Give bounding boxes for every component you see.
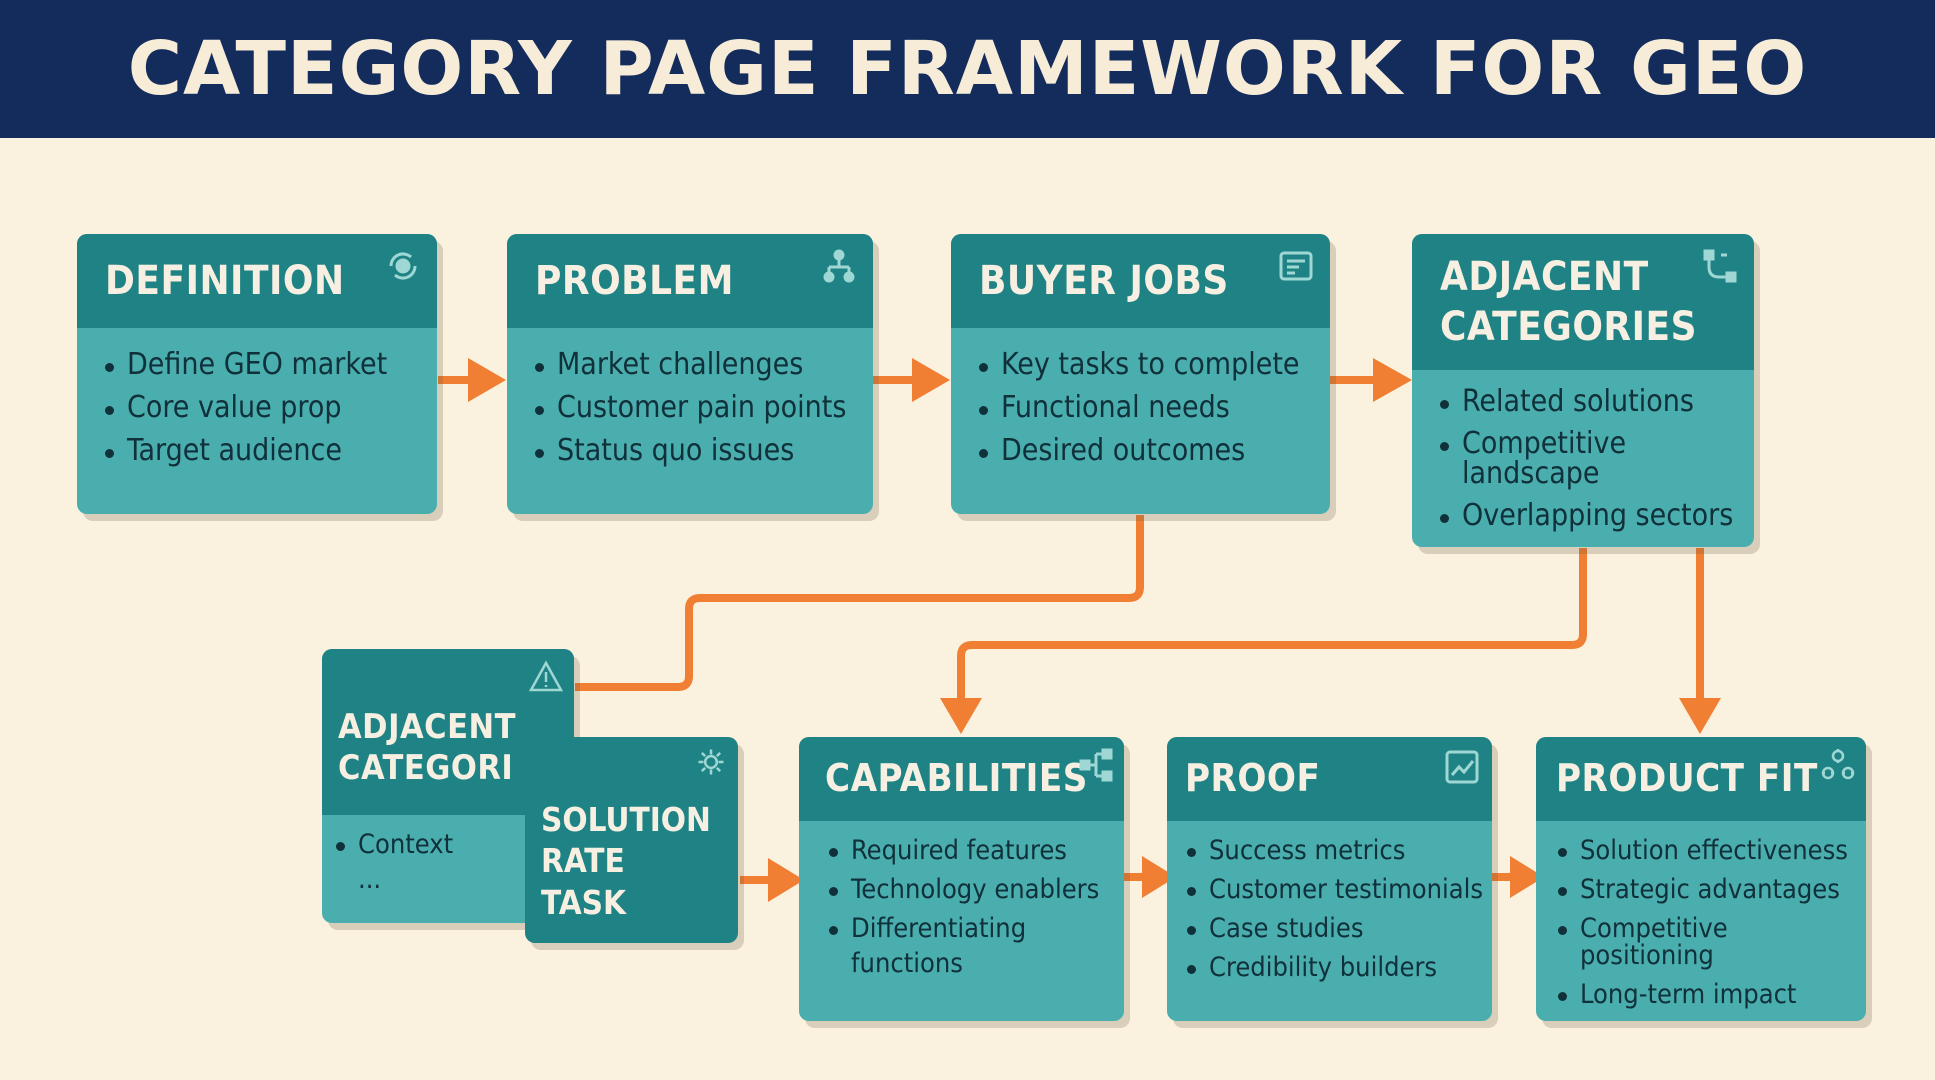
line-chart-icon xyxy=(1445,750,1479,784)
card-problem-list: Market challenges Customer pain points S… xyxy=(507,328,873,466)
card-buyer-jobs: BUYER JOBS Key tasks to complete Functio… xyxy=(951,234,1330,514)
solution-line-1: SOLUTION xyxy=(541,800,711,839)
list-item: ... xyxy=(358,864,382,895)
list-item: Solution effectiveness xyxy=(1556,837,1866,864)
list-item: Success metrics xyxy=(1185,837,1492,864)
list-item: Long-term impact xyxy=(1556,981,1866,1008)
list-item: Technology enablers xyxy=(827,876,1124,903)
card-capabilities-list: Required features Technology enablers Di… xyxy=(799,821,1124,977)
card-capabilities-title: CAPABILITIES xyxy=(825,756,1088,801)
card-buyer-jobs-header: BUYER JOBS xyxy=(951,234,1330,328)
card-definition-header: DEFINITION xyxy=(77,234,437,328)
list-item: Status quo issues xyxy=(533,436,873,466)
arrowhead-5 xyxy=(1679,698,1721,734)
card-proof-title: PROOF xyxy=(1185,756,1321,801)
list-item: Customer testimonials xyxy=(1185,876,1492,903)
card-adjacent-categories-header: ADJACENT CATEGORIES xyxy=(1412,234,1754,370)
card-adjacent-categories-title: ADJACENT CATEGORIES xyxy=(1440,255,1697,349)
card-solution-text: SOLUTION RATE TASK xyxy=(541,799,711,923)
list-item: functions xyxy=(851,948,963,979)
list-item: Related solutions xyxy=(1438,387,1754,417)
card-problem-header: PROBLEM xyxy=(507,234,873,328)
connector-buyerjobs-adjacent-small xyxy=(575,515,1144,691)
list-item: Overlapping sectors xyxy=(1438,501,1754,531)
list-item: Customer pain points xyxy=(533,393,873,423)
card-adjacent-small-list: Context ... xyxy=(322,815,574,893)
solution-line-3: TASK xyxy=(541,882,627,922)
arrowhead-3 xyxy=(1373,358,1412,402)
list-item: Differentiating xyxy=(827,915,1124,942)
page-title: CATEGORY PAGE FRAMEWORK FOR GEO xyxy=(127,26,1808,112)
list-item: Desired outcomes xyxy=(977,436,1330,466)
list-item: Required features xyxy=(827,837,1124,864)
list-item: Target audience xyxy=(103,436,437,466)
card-capabilities: CAPABILITIES Required features Technolog… xyxy=(799,737,1124,1021)
list-item: Competitive positioning xyxy=(1556,915,1866,969)
card-definition-list: Define GEO market Core value prop Target… xyxy=(77,328,437,466)
arrowhead-1 xyxy=(468,358,506,402)
title-line-2: CATEGORIES xyxy=(1440,304,1698,350)
title-line-1: ADJACENT xyxy=(338,707,516,747)
network-icon xyxy=(1079,748,1113,782)
card-product-fit-title: PRODUCT FIT xyxy=(1556,756,1818,801)
card-proof: PROOF Success metrics Customer testimoni… xyxy=(1167,737,1492,1021)
card-product-fit-list: Solution effectiveness Strategic advanta… xyxy=(1536,821,1866,1008)
list-item: Key tasks to complete xyxy=(977,350,1330,380)
card-adjacent-small-title: ADJACENT CATEGORI xyxy=(338,707,516,789)
card-definition-title: DEFINITION xyxy=(105,258,345,304)
card-problem-title: PROBLEM xyxy=(535,258,734,304)
card-adjacent-categories: ADJACENT CATEGORIES Related solutions Co… xyxy=(1412,234,1754,547)
list-item: Core value prop xyxy=(103,393,437,423)
list-item: Market challenges xyxy=(533,350,873,380)
list-item: Strategic advantages xyxy=(1556,876,1866,903)
card-proof-list: Success metrics Customer testimonials Ca… xyxy=(1167,821,1492,981)
list-item: Context xyxy=(334,831,574,858)
title-banner: CATEGORY PAGE FRAMEWORK FOR GEO xyxy=(0,0,1935,138)
card-solution: SOLUTION RATE TASK xyxy=(525,737,738,943)
card-buyer-jobs-list: Key tasks to complete Functional needs D… xyxy=(951,328,1330,466)
warning-triangle-icon xyxy=(528,660,564,692)
list-item: Case studies xyxy=(1185,915,1492,942)
card-proof-header: PROOF xyxy=(1167,737,1492,821)
list-item: Define GEO market xyxy=(103,350,437,380)
card-definition: DEFINITION Define GEO market Core value … xyxy=(77,234,437,514)
list-item: Functional needs xyxy=(977,393,1330,423)
solution-line-2: RATE xyxy=(541,841,625,881)
gear-icon xyxy=(698,749,724,775)
arrowhead-2 xyxy=(912,358,950,402)
card-product-fit-header: PRODUCT FIT xyxy=(1536,737,1866,821)
connector-adjacent-capabilities xyxy=(957,548,1587,700)
checklist-icon xyxy=(1279,251,1313,281)
card-buyer-jobs-title: BUYER JOBS xyxy=(979,258,1229,304)
card-adjacent-categories-list: Related solutions Competitive landscape … xyxy=(1412,370,1754,531)
title-line-2: CATEGORI xyxy=(338,748,514,789)
refresh-target-icon xyxy=(389,252,417,280)
title-line-1: ADJACENT xyxy=(1440,254,1649,300)
hierarchy-icon xyxy=(823,249,855,283)
branch-icon xyxy=(1703,249,1737,283)
list-item: Competitive landscape xyxy=(1438,429,1754,489)
card-problem: PROBLEM Market challenges Customer pain … xyxy=(507,234,873,514)
card-capabilities-header: CAPABILITIES xyxy=(799,737,1124,821)
card-product-fit: PRODUCT FIT Solution effectiveness Strat… xyxy=(1536,737,1866,1021)
arrowhead-4 xyxy=(940,698,982,734)
list-item: Credibility builders xyxy=(1185,954,1492,981)
gears-icon xyxy=(1821,749,1855,780)
